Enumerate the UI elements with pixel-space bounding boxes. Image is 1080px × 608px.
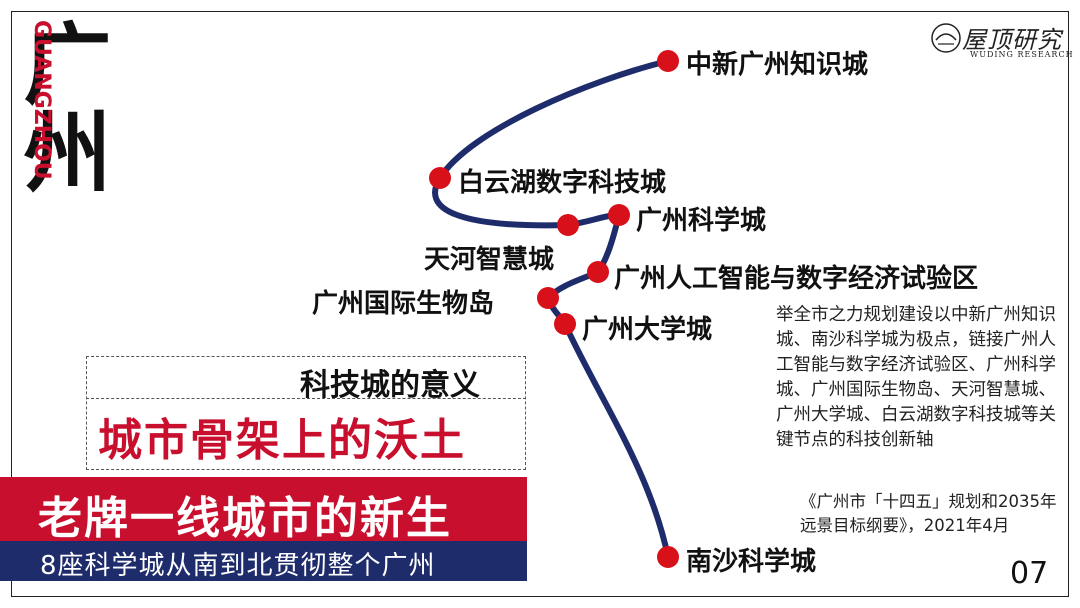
node-label-university-town: 广州大学城 xyxy=(582,315,713,345)
node-dot-bio-island xyxy=(537,287,559,309)
node-label-tianhe: 天河智慧城 xyxy=(424,245,555,275)
meaning-box xyxy=(86,356,526,470)
node-label-baiyunhu: 白云湖数字科技城 xyxy=(458,168,667,198)
node-dot-kexuecheng xyxy=(608,204,630,226)
city-title-cn: 广州 xyxy=(9,18,112,194)
meaning-main: 城市骨架上的沃土 xyxy=(98,415,466,466)
subheadline-banner xyxy=(0,541,527,581)
node-label-kexuecheng: 广州科学城 xyxy=(636,206,767,236)
meaning-box-divider xyxy=(86,398,526,399)
logo-icon xyxy=(931,23,961,53)
logo-subtitle: WUDING RESEARCH xyxy=(970,50,1074,59)
page-number: 07 xyxy=(1010,556,1049,591)
subheadline-text: 8座科学城从南到北贯彻整个广州 xyxy=(40,551,436,581)
node-dot-tianhe xyxy=(557,214,579,236)
node-label-nansha: 南沙科学城 xyxy=(686,547,817,577)
node-dot-zhishicheng xyxy=(657,50,679,72)
logo-text: 屋顶研究 xyxy=(962,26,1062,54)
node-dot-university-town xyxy=(554,313,576,335)
node-label-bio-island: 广州国际生物岛 xyxy=(312,289,495,319)
headline-banner xyxy=(0,477,527,541)
node-label-zhishicheng: 中新广州知识城 xyxy=(686,50,869,80)
node-dot-ai-zone xyxy=(587,261,609,283)
headline-text: 老牌一线城市的新生 xyxy=(38,493,452,544)
node-label-ai-zone: 广州人工智能与数字经济试验区 xyxy=(614,264,979,294)
node-dot-nansha xyxy=(657,546,679,568)
meaning-subtitle: 科技城的意义 xyxy=(300,368,480,403)
description-text: 举全市之力规划建设以中新广州知识城、南沙科学城为极点，链接广州人工智能与数字经济… xyxy=(776,305,1056,450)
source-citation: 《广州市「十四五」规划和2035年远景目标纲要》，2021年4月 xyxy=(800,492,1057,535)
city-title-pinyin: GUANGZHOU xyxy=(29,20,54,180)
node-dot-baiyunhu xyxy=(429,167,451,189)
